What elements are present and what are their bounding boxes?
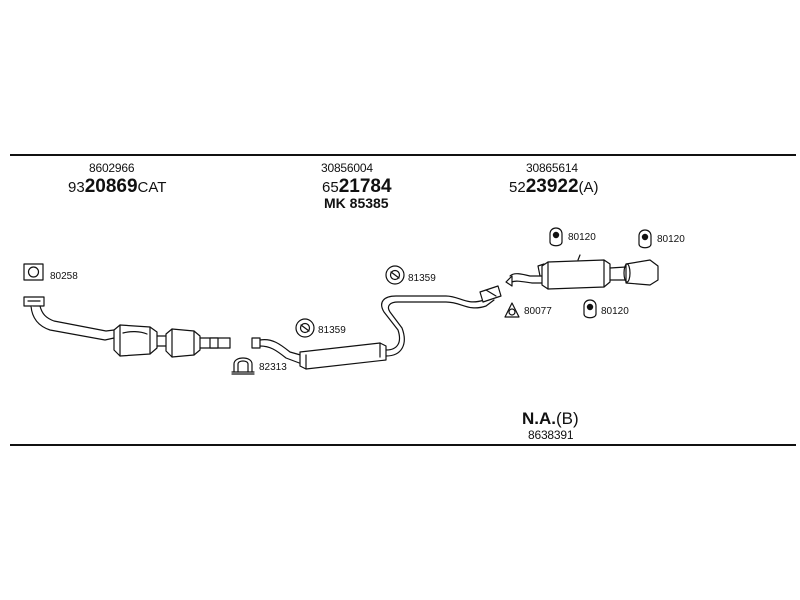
- na-ref-number: 8638391: [528, 428, 574, 442]
- clamp-82313-icon: [231, 357, 255, 375]
- front-part-number: 9320869CAT: [68, 177, 166, 196]
- rear-part-bold: 23922: [525, 176, 579, 197]
- tailpipe-icon: [609, 259, 659, 286]
- middle-ref-number: 30856004: [321, 161, 373, 175]
- hanger-81359-rear-icon: [385, 265, 405, 285]
- callout-label-80077: 80077: [524, 306, 552, 317]
- catalyst-1-icon: [113, 324, 158, 357]
- rear-part-prefix: 52: [509, 179, 526, 196]
- catalyst-2-icon: [165, 328, 201, 358]
- front-part-prefix: 93: [68, 179, 85, 196]
- rear-flange-icon: [479, 285, 502, 303]
- na-suffix: (B): [556, 409, 579, 428]
- callout-label-82313: 82313: [259, 362, 287, 373]
- front-pipe: [30, 305, 115, 341]
- hanger-80120-b-icon: [638, 229, 652, 249]
- rear-silencer-icon: [541, 254, 611, 290]
- callout-label-80120-b: 80120: [657, 234, 685, 245]
- rear-part-suffix: (A): [578, 179, 599, 196]
- rear-inlet-pipe: [505, 263, 549, 287]
- callout-label-80258: 80258: [50, 271, 78, 282]
- front-part-bold: 20869: [84, 176, 138, 197]
- hanger-80120-a-icon: [549, 227, 563, 247]
- rear-part-number: 5223922(A): [509, 177, 599, 196]
- middle-part-prefix: 65: [322, 179, 339, 196]
- middle-inlet-pipe: [251, 337, 305, 365]
- middle-kit-number: MK 85385: [324, 195, 389, 211]
- bottom-rule: [10, 444, 796, 446]
- callout-label-81359-front: 81359: [318, 325, 346, 336]
- middle-part-bold: 21784: [338, 176, 392, 197]
- middle-part-number: 6521784: [322, 177, 392, 196]
- front-part-suffix: CAT: [137, 179, 167, 196]
- na-bold: N.A.: [522, 409, 556, 428]
- middle-rear-pipe: [381, 293, 495, 357]
- callout-label-80120-a: 80120: [568, 232, 596, 243]
- rear-ref-number: 30865614: [526, 161, 578, 175]
- hanger-81359-front-icon: [295, 318, 315, 338]
- callout-label-81359-rear: 81359: [408, 273, 436, 284]
- hanger-80120-c-icon: [583, 299, 597, 319]
- clamp-80258-icon: [23, 263, 44, 281]
- top-rule: [10, 154, 796, 156]
- middle-silencer-icon: [299, 342, 387, 370]
- clamp-80077-icon: [504, 302, 520, 318]
- front-flange-icon: [23, 296, 45, 307]
- front-ref-number: 8602966: [89, 161, 135, 175]
- callout-label-80120-c: 80120: [601, 306, 629, 317]
- na-part-label: N.A.(B): [522, 410, 579, 427]
